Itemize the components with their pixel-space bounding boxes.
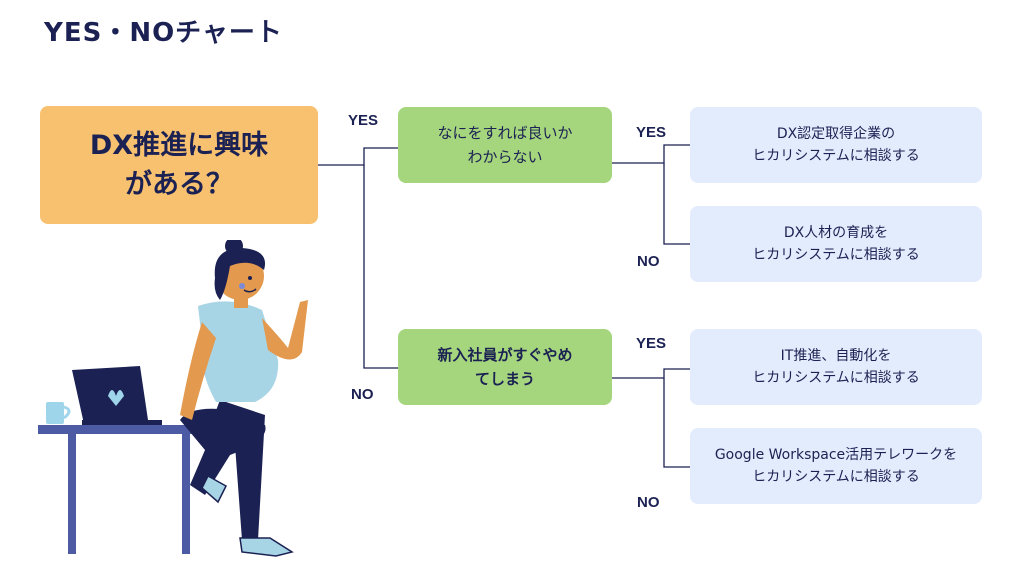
main-question: DX推進に興味 がある？ xyxy=(40,106,318,224)
yes-label-branch-2: YES xyxy=(636,335,667,352)
yes-label-branch-1: YES xyxy=(636,124,667,141)
result-it-automation: IT推進、自動化を ヒカリシステムに相談する xyxy=(690,329,982,405)
mug-icon xyxy=(46,402,71,424)
desk-top xyxy=(38,425,218,434)
yes-label-main: YES xyxy=(348,112,379,129)
desk-leg-left xyxy=(68,434,76,554)
no-label-main: NO xyxy=(351,386,374,403)
branch-question-2: 新入社員がすぐやめ てしまう xyxy=(398,329,612,405)
result-dx-certification: DX認定取得企業の ヒカリシステムに相談する xyxy=(690,107,982,183)
page-title: YES・NOチャート xyxy=(44,18,283,48)
woman-with-laptop-illustration xyxy=(38,240,308,557)
branch-question-1: なにをすれば良いか わからない xyxy=(398,107,612,183)
result-google-workspace: Google Workspace活用テレワークを ヒカリシステムに相談する xyxy=(690,428,982,504)
no-label-branch-2: NO xyxy=(637,494,660,511)
desk-leg-right xyxy=(182,434,190,554)
laptop-icon xyxy=(72,366,162,425)
no-label-branch-1: NO xyxy=(637,253,660,270)
result-dx-talent: DX人材の育成を ヒカリシステムに相談する xyxy=(690,206,982,282)
